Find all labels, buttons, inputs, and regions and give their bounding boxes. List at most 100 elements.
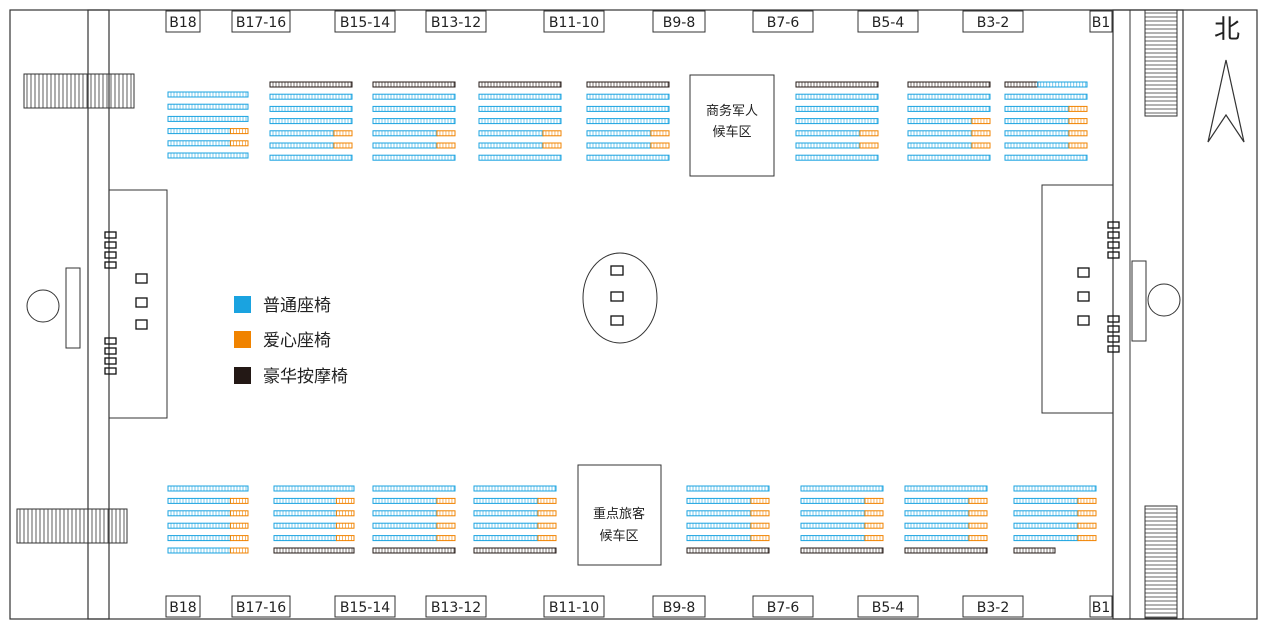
service-box — [1077, 267, 1090, 278]
seat-row-regular — [478, 93, 562, 100]
seat-row-regular — [586, 154, 670, 161]
west-column — [65, 267, 81, 349]
east-column — [1131, 260, 1147, 342]
seat-row-regular — [269, 142, 335, 149]
seat-row-regular — [586, 118, 670, 125]
service-box — [135, 273, 148, 284]
service-box — [1107, 221, 1120, 229]
seat-row-regular — [473, 497, 539, 504]
bottom-gate-label: B17-16 — [236, 600, 286, 616]
escalator-frame — [1144, 505, 1178, 619]
east-pillar-circle — [1147, 283, 1181, 317]
seat-row-regular — [167, 535, 231, 542]
seat-row-regular — [1004, 93, 1088, 100]
service-box — [104, 261, 117, 269]
bottom-gate-label: B9-8 — [663, 600, 695, 616]
service-box — [1107, 335, 1120, 343]
seat-row-regular — [686, 497, 752, 504]
seat-row-regular — [1004, 142, 1070, 149]
business-zone-box — [689, 74, 775, 177]
seat-row-regular — [1037, 81, 1088, 88]
seat-row-regular — [686, 485, 770, 492]
seat-row-regular — [904, 510, 970, 517]
top-gate-label: B3-2 — [977, 15, 1009, 31]
seat-row-massage — [800, 547, 884, 554]
legend-label-love: 爱心座椅 — [263, 331, 331, 351]
legend: 普通座椅 爱心座椅 豪华按摩椅 — [234, 296, 348, 387]
security-check-boxes — [104, 221, 1120, 375]
service-box — [104, 337, 117, 345]
seat-row-massage — [473, 547, 557, 554]
seat-row-regular — [372, 130, 438, 137]
top-gate-box — [857, 10, 919, 33]
bottom-gate-label: B18 — [169, 600, 196, 616]
seat-row-regular — [800, 497, 866, 504]
seat-row-massage — [269, 81, 353, 88]
top-gate-label: B9-8 — [663, 15, 695, 31]
service-box — [610, 315, 624, 326]
top-gate-box — [962, 10, 1024, 33]
bottom-gate-box — [1089, 595, 1113, 618]
priority-zone-label-line1: 重点旅客 — [593, 506, 645, 522]
priority-zone-label-line2: 候车区 — [599, 528, 638, 544]
service-box — [1077, 291, 1090, 302]
north-arrow-icon — [1207, 59, 1245, 143]
service-box — [1107, 325, 1120, 333]
service-box — [1107, 345, 1120, 353]
top-gate-box — [334, 10, 396, 33]
service-box — [104, 347, 117, 355]
seat-row-massage — [904, 547, 988, 554]
west-pillar-circle — [26, 289, 60, 323]
east-entrance-block — [1041, 184, 1114, 414]
seat-row-regular — [795, 118, 879, 125]
seat-row-regular — [273, 535, 337, 542]
seat-row-regular — [1013, 510, 1079, 517]
seat-row-regular — [1004, 130, 1070, 137]
seat-row-regular — [1013, 485, 1097, 492]
service-box — [1107, 251, 1120, 259]
seat-row-regular — [273, 510, 337, 517]
service-box — [1107, 241, 1120, 249]
seat-row-regular — [1004, 118, 1070, 125]
bottom-gate-box — [962, 595, 1024, 618]
seat-row-regular — [269, 154, 353, 161]
seat-row-regular — [907, 105, 991, 112]
seat-row-regular — [907, 142, 973, 149]
seat-row-regular — [478, 105, 562, 112]
seat-row-regular — [167, 522, 231, 529]
top-gate-label: B11-10 — [549, 15, 599, 31]
seat-row-regular — [795, 93, 879, 100]
top-gate-label: B5-4 — [872, 15, 905, 31]
bottom-gate-box — [334, 595, 396, 618]
service-box — [135, 297, 148, 308]
seat-row-regular — [167, 547, 231, 554]
seat-row-regular — [273, 497, 337, 504]
seat-row-regular — [167, 140, 231, 147]
seat-row-regular — [372, 105, 456, 112]
legend-label-regular: 普通座椅 — [263, 296, 331, 316]
service-box — [104, 251, 117, 259]
seat-row-regular — [1004, 154, 1088, 161]
building-outline — [9, 9, 1258, 620]
service-box — [1107, 231, 1120, 239]
seat-row-regular — [273, 485, 355, 492]
seat-row-regular — [478, 130, 544, 137]
seat-row-regular — [269, 118, 353, 125]
seat-row-regular — [473, 510, 539, 517]
service-box — [104, 357, 117, 365]
east-escalator-top — [1144, 9, 1178, 117]
seat-row-regular — [907, 93, 991, 100]
seat-row-massage — [586, 81, 670, 88]
legend-label-massage: 豪华按摩椅 — [263, 366, 348, 387]
seat-row-regular — [904, 522, 970, 529]
seat-row-regular — [372, 510, 438, 517]
bottom-gate-label: B13-12 — [431, 600, 481, 616]
top-gate-label: B7-6 — [767, 15, 800, 31]
escalator-frame — [1144, 9, 1178, 117]
seat-row-regular — [372, 93, 456, 100]
seat-row-regular — [473, 535, 539, 542]
seat-row-massage — [907, 81, 991, 88]
seat-row-regular — [586, 93, 670, 100]
